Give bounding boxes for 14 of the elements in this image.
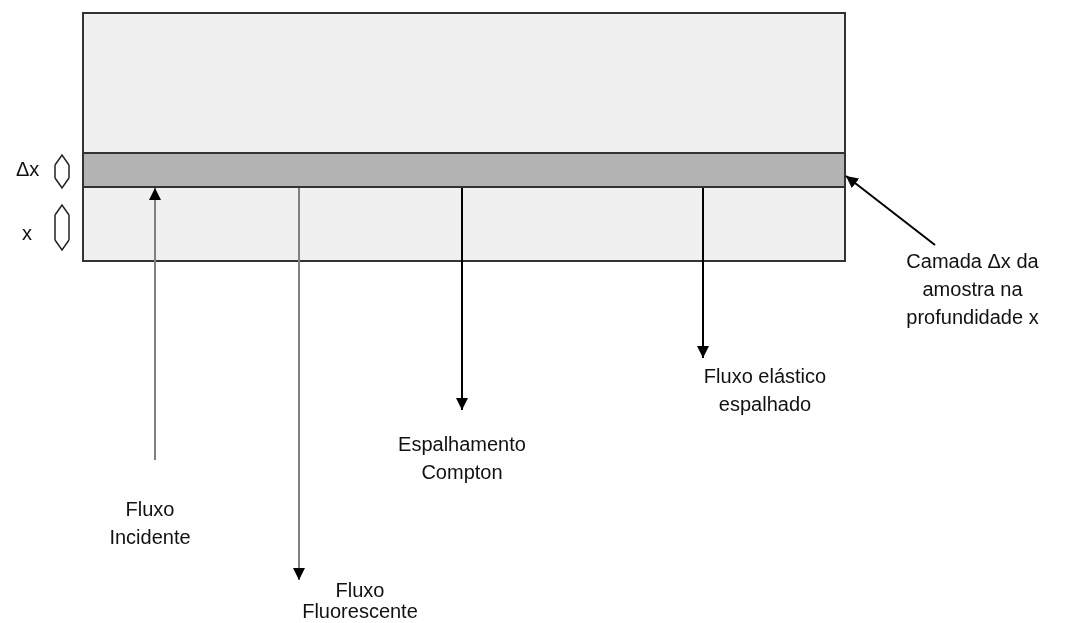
sample-block xyxy=(82,12,846,262)
leader-line xyxy=(845,175,936,246)
caption-text: Espalhamento Compton xyxy=(397,432,527,485)
caption-text: Fluxo Fluorescente xyxy=(301,580,419,622)
caption-text: Camada Δx da amostra na profundidade x xyxy=(905,249,1040,330)
sample-layer-band xyxy=(84,152,844,188)
caption-text: Fluxo Incidente xyxy=(108,497,192,550)
dimension-label: x xyxy=(22,222,32,245)
arrow xyxy=(149,187,161,461)
arrow xyxy=(293,187,305,581)
arrow xyxy=(697,187,709,359)
arrow xyxy=(456,187,468,411)
dimension-label: Δx xyxy=(16,158,40,181)
caption-text: Fluxo elástico espalhado xyxy=(702,364,828,417)
